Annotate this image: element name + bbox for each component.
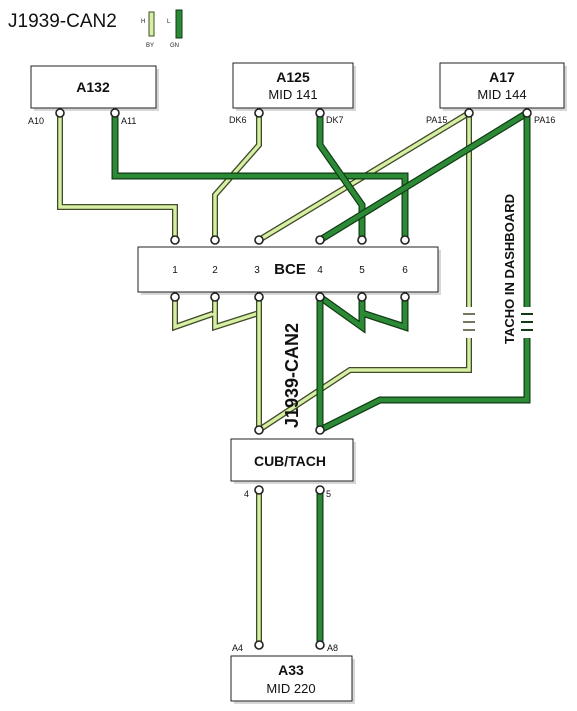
module-a125-name: A125 [276, 69, 310, 85]
module-a132: A132 [30, 65, 159, 111]
module-a125-sub: MID 141 [268, 87, 317, 102]
legend-high-color: BY [146, 43, 154, 49]
pin-label-pa16: PA16 [534, 115, 555, 125]
bce-pin-2: 2 [212, 265, 218, 276]
legend: H L BY GN [141, 9, 183, 49]
bce-name: BCE [274, 261, 306, 278]
legend-low-color: GN [170, 43, 179, 49]
module-a33-sub: MID 220 [266, 681, 315, 696]
module-a33-name: A33 [278, 662, 304, 678]
pin-label-a10: A10 [28, 116, 44, 126]
pin-label-dk6: DK6 [229, 115, 247, 125]
tacho-label: TACHO IN DASHBOARD [502, 194, 517, 344]
pin-label-pa15: PA15 [426, 115, 447, 125]
diagram-title: J1939-CAN2 [8, 11, 117, 32]
pin-label-a4: A4 [232, 643, 243, 653]
module-a125: A125 MID 141 [232, 62, 356, 111]
bce-pin-4: 4 [317, 265, 323, 276]
pin-labels: A10 A11 DK6 DK7 PA15 PA16 A4 A8 [28, 115, 555, 653]
pin-label-dk7: DK7 [326, 115, 344, 125]
module-cub-tach: CUB/TACH 4 5 [230, 438, 356, 499]
module-cub-name: CUB/TACH [254, 453, 326, 469]
module-a17-sub: MID 144 [477, 87, 526, 102]
pin-label-a11: A11 [121, 116, 136, 126]
tacho-break [463, 313, 533, 331]
module-a33: A33 MID 220 [230, 655, 355, 704]
pin-label-a8: A8 [327, 643, 338, 653]
bce-pin-1: 1 [172, 265, 178, 276]
bus-vertical-label: J1939-CAN2 [282, 323, 302, 428]
legend-swatch-gn [175, 9, 183, 39]
module-a132-name: A132 [76, 79, 110, 95]
cub-pin-5: 5 [326, 489, 331, 499]
pin-connectors [55, 108, 532, 650]
module-a17: A17 MID 144 [439, 62, 567, 111]
bce-pin-6: 6 [402, 265, 408, 276]
legend-low-code: L [167, 19, 171, 25]
bce-pin-3: 3 [254, 265, 260, 276]
legend-high-code: H [141, 19, 145, 25]
module-bce: 1 2 3 BCE 4 5 6 [137, 246, 441, 295]
legend-swatch-by [148, 11, 155, 37]
wires-gn [111, 110, 531, 645]
bce-pin-5: 5 [359, 265, 365, 276]
cub-pin-4: 4 [244, 489, 249, 499]
module-a17-name: A17 [489, 69, 515, 85]
